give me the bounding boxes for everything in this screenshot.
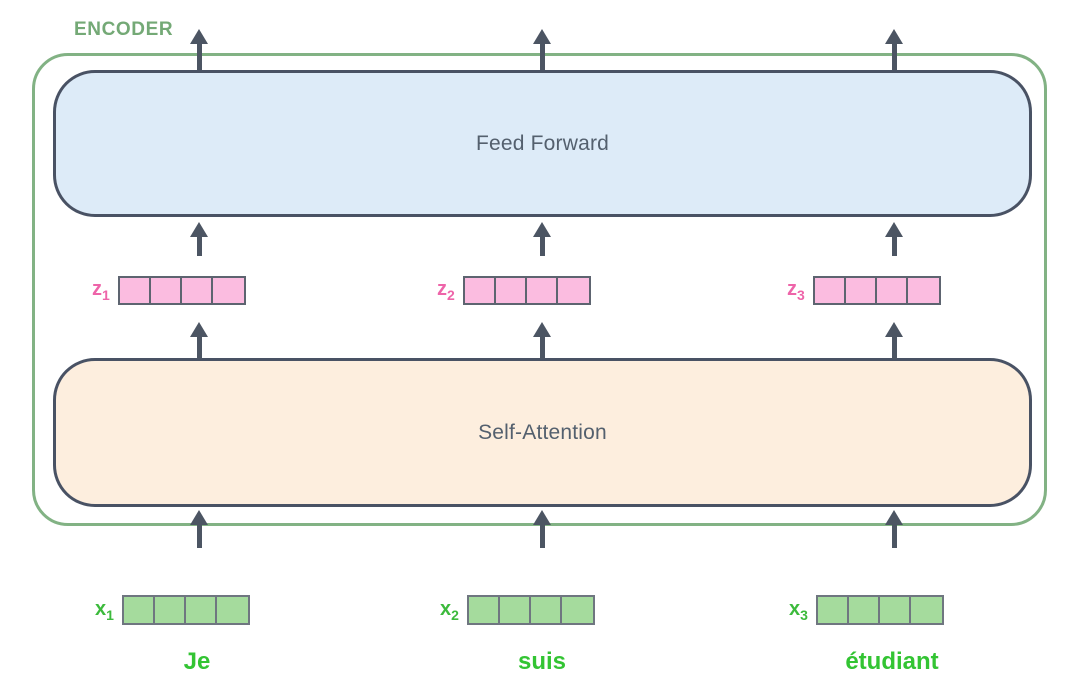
arrow-head: [533, 510, 551, 525]
arrow-head: [533, 222, 551, 237]
vector-cell: [495, 278, 527, 303]
vector-cell: [119, 278, 151, 303]
arrow-shaft: [891, 237, 897, 256]
x1-label: x1: [95, 598, 114, 623]
arrow-shaft: [196, 44, 202, 70]
self-attention-to-z-up-arrow-icon: [533, 322, 551, 359]
x2-label: x2: [440, 598, 459, 623]
vector-cell: [817, 597, 849, 623]
vector-label-sub: 3: [800, 606, 808, 623]
z-to-feed-forward-up-arrow-icon: [885, 222, 903, 256]
input-word: suis: [517, 648, 567, 675]
vector-cell: [845, 278, 877, 303]
encoder-output-up-arrow-icon: [885, 29, 903, 70]
arrow-head: [885, 322, 903, 337]
encoder-title: ENCODER: [74, 19, 174, 40]
vector-label-base: z: [787, 278, 797, 300]
self-attention-to-z-up-arrow-icon: [885, 322, 903, 359]
vector-cell: [154, 597, 186, 623]
z3-label: z3: [787, 278, 805, 303]
input-word: Je: [183, 648, 211, 675]
vector-cell: [907, 278, 939, 303]
vector-label-base: z: [92, 278, 102, 300]
z-to-feed-forward-up-arrow-icon: [533, 222, 551, 256]
vector-cell: [557, 278, 589, 303]
arrow-head: [885, 29, 903, 44]
arrow-shaft: [539, 337, 545, 359]
x2-cells: [466, 595, 595, 625]
vector-cell: [848, 597, 880, 623]
z3-vector: z3: [787, 276, 941, 305]
arrow-shaft: [891, 337, 897, 359]
vector-cell: [185, 597, 217, 623]
arrow-shaft: [539, 44, 545, 70]
z3-cells: [812, 276, 941, 305]
arrow-head: [885, 510, 903, 525]
vector-label-base: z: [437, 278, 447, 300]
vector-cell: [561, 597, 593, 623]
arrow-shaft: [539, 237, 545, 256]
z2-vector: z2: [437, 276, 591, 305]
vector-cell: [876, 278, 908, 303]
encoder-output-up-arrow-icon: [533, 29, 551, 70]
z2-label: z2: [437, 278, 455, 303]
x1-vector: x1: [95, 595, 250, 625]
z2-cells: [462, 276, 591, 305]
z1-label: z1: [92, 278, 110, 303]
arrow-shaft: [539, 525, 545, 548]
vector-cell: [123, 597, 155, 623]
arrow-head: [533, 322, 551, 337]
arrow-head: [190, 322, 208, 337]
vector-cell: [464, 278, 496, 303]
arrow-head: [533, 29, 551, 44]
z-to-feed-forward-up-arrow-icon: [190, 222, 208, 256]
self-attention-label: Self-Attention: [478, 420, 607, 444]
x3-label: x3: [789, 598, 808, 623]
vector-cell: [526, 278, 558, 303]
encoder-output-up-arrow-icon: [190, 29, 208, 70]
arrow-head: [190, 29, 208, 44]
x3-vector: x3: [789, 595, 944, 625]
vector-label-base: x: [440, 597, 452, 620]
feed-forward-label: Feed Forward: [475, 131, 610, 155]
vector-cell: [499, 597, 531, 623]
encoder-input-up-arrow-icon: [885, 510, 903, 548]
z1-vector: z1: [92, 276, 246, 305]
vector-label-base: x: [789, 597, 801, 620]
encoder-input-up-arrow-icon: [190, 510, 208, 548]
arrow-shaft: [196, 525, 202, 548]
vector-cell: [216, 597, 248, 623]
vector-cell: [150, 278, 182, 303]
input-word: étudiant: [845, 648, 939, 675]
arrow-head: [190, 222, 208, 237]
vector-label-sub: 1: [102, 287, 110, 303]
arrow-shaft: [891, 525, 897, 548]
self-attention-block: Self-Attention: [53, 358, 1032, 507]
z1-cells: [117, 276, 246, 305]
vector-cell: [181, 278, 213, 303]
vector-label-sub: 2: [447, 287, 455, 303]
x3-cells: [815, 595, 944, 625]
vector-label-sub: 1: [106, 606, 114, 623]
vector-cell: [910, 597, 942, 623]
vector-cell: [468, 597, 500, 623]
x2-vector: x2: [440, 595, 595, 625]
arrow-shaft: [891, 44, 897, 70]
vector-label-base: x: [95, 597, 107, 620]
arrow-shaft: [196, 237, 202, 256]
vector-cell: [530, 597, 562, 623]
vector-cell: [814, 278, 846, 303]
arrow-shaft: [196, 337, 202, 359]
encoder-input-up-arrow-icon: [533, 510, 551, 548]
vector-label-sub: 2: [451, 606, 459, 623]
feed-forward-block: Feed Forward: [53, 70, 1032, 217]
vector-label-sub: 3: [797, 287, 805, 303]
arrow-head: [885, 222, 903, 237]
vector-cell: [879, 597, 911, 623]
x1-cells: [121, 595, 250, 625]
vector-cell: [212, 278, 244, 303]
arrow-head: [190, 510, 208, 525]
self-attention-to-z-up-arrow-icon: [190, 322, 208, 359]
